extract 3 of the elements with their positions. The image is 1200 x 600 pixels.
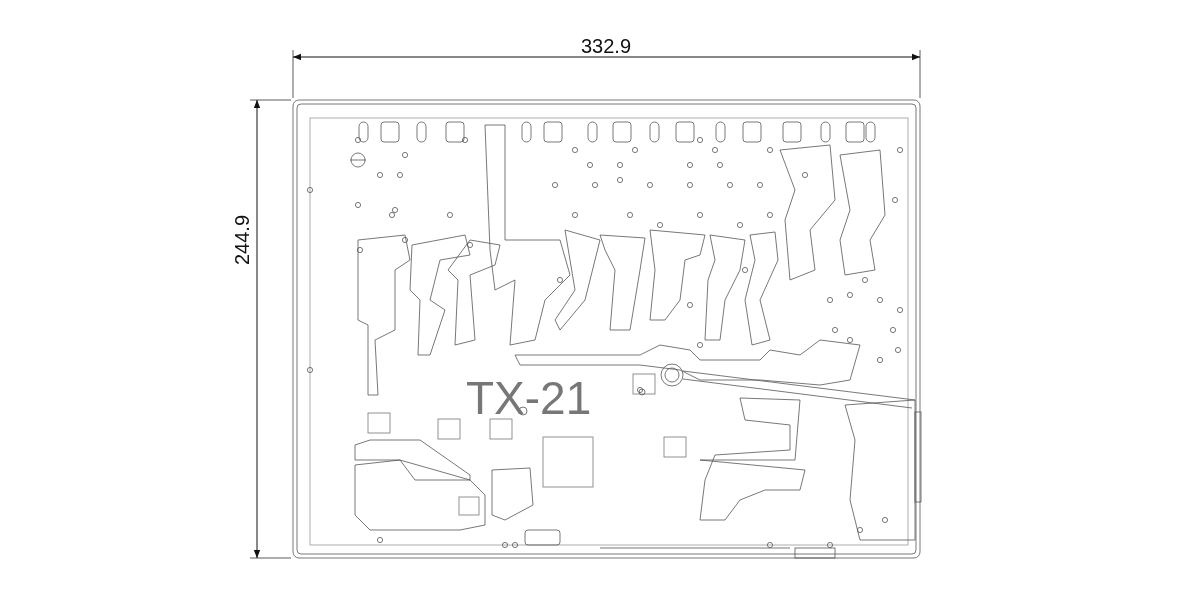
board-label: TX-21 [466, 375, 592, 421]
dimension-label: 332.9 [580, 36, 632, 56]
dimension-label: 244.9 [232, 214, 252, 266]
